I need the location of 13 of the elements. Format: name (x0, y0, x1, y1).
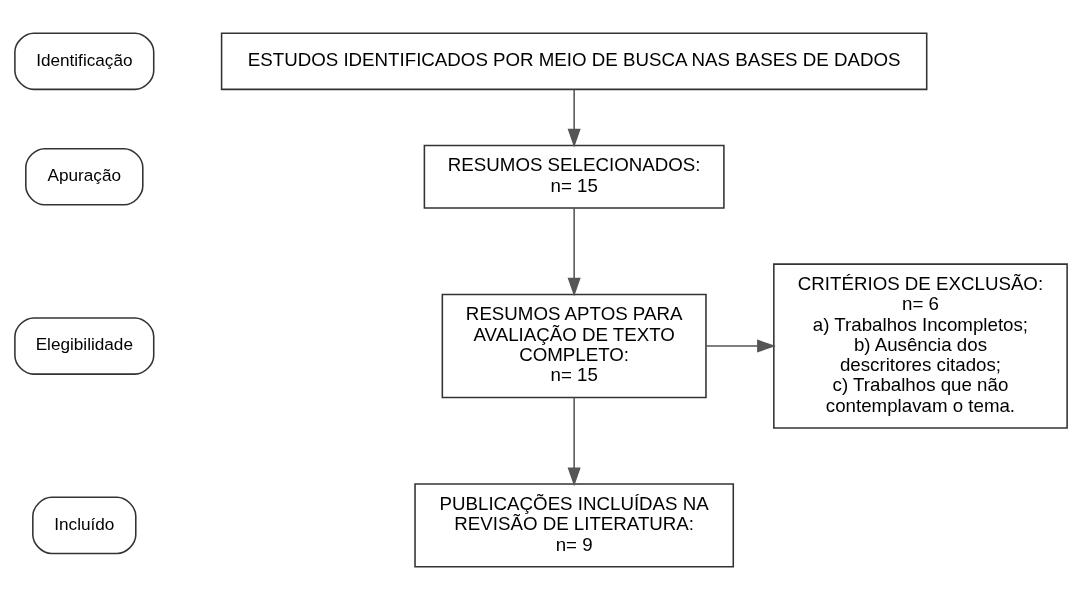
node-box: RESUMOS SELECIONADOS: n= 15 (423, 144, 725, 209)
arrow (567, 396, 581, 487)
node-box: Incluído (32, 496, 137, 555)
arrow (567, 207, 581, 297)
arrow (705, 339, 776, 353)
node-box: CRITÉRIOS DE EXCLUSÃO: n= 6 a) Trabalhos Incompletos; b) Ausência dos descritores citados; c) Trabalhos que não contemplavam o tema. (773, 263, 1068, 429)
arrow (567, 88, 581, 148)
node-box: Identificação (14, 32, 155, 91)
node-box: RESUMOS APTOS PARA AVALIAÇÃO DE TEXTO COMPLETO: n= 15 (441, 293, 707, 399)
node-box: ESTUDOS IDENTIFICADOS POR MEIO DE BUSCA NAS BASES DE DADOS (220, 32, 928, 91)
node-box: Elegibilidade (14, 317, 155, 375)
node-box: Apuração (25, 147, 144, 206)
node-box: PUBLICAÇÕES INCLUÍDAS NA REVISÃO DE LITERATURA: n= 9 (414, 483, 735, 568)
